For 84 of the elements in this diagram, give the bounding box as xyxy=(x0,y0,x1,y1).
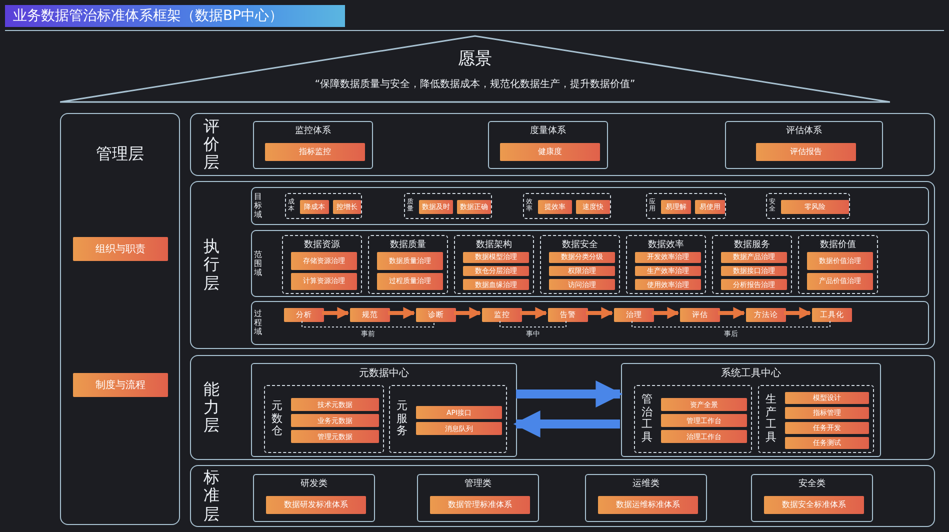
group-title: 管理类 xyxy=(464,478,492,490)
group-title: 运维类 xyxy=(632,478,660,490)
group-frame xyxy=(282,235,362,294)
domain-panel xyxy=(251,187,929,225)
layer-panel xyxy=(190,113,935,176)
group-frame xyxy=(488,121,608,169)
arrow xyxy=(520,307,548,319)
group-frame xyxy=(251,363,517,457)
group-title: 数据质量 xyxy=(389,238,427,251)
group-title: 数据效率 xyxy=(647,238,685,251)
group-frame xyxy=(454,235,534,294)
layer-panel xyxy=(190,465,935,527)
item-box: 制度与流程 xyxy=(73,373,168,397)
group-frame xyxy=(253,474,375,522)
group-title: 生产工具 xyxy=(765,394,777,444)
group-title: 数据架构 xyxy=(475,238,513,251)
group-frame xyxy=(417,474,539,522)
arrow xyxy=(652,307,680,319)
group-frame xyxy=(646,193,726,219)
group-title: 管治工具 xyxy=(641,394,653,444)
group-frame xyxy=(540,235,620,294)
arrow xyxy=(718,307,746,319)
group-frame xyxy=(766,193,850,219)
item-box: 指标监控 xyxy=(265,142,365,160)
group-title: 数据安全 xyxy=(561,238,599,251)
group-frame xyxy=(404,193,492,219)
group-frame xyxy=(585,474,707,522)
group-title: 数据资源 xyxy=(303,238,341,251)
group-title: 度量体系 xyxy=(529,124,567,137)
item-box: 数据研发标准体系 xyxy=(266,496,366,514)
domain-panel xyxy=(251,301,929,345)
arrow xyxy=(784,307,812,319)
group-title: 系统工具中心 xyxy=(720,366,782,380)
group-frame xyxy=(368,235,448,294)
group-frame xyxy=(626,235,706,294)
group-frame xyxy=(389,385,507,453)
arrow xyxy=(586,307,614,319)
group-frame xyxy=(751,474,873,522)
layer-panel xyxy=(60,113,180,525)
domain-title: 过程域 xyxy=(254,309,262,337)
group-frame xyxy=(264,385,384,453)
vision-title: 愿景 xyxy=(457,48,493,70)
group-title: 管理层 xyxy=(95,144,145,165)
group-frame xyxy=(634,385,752,453)
arrow xyxy=(516,380,623,408)
group-frame xyxy=(798,235,878,294)
group-frame xyxy=(712,235,792,294)
group-title: 研发类 xyxy=(300,478,328,490)
group-title: 元服务 xyxy=(396,400,408,438)
title-banner: 业务数据管治标准体系框架（数据BP中心） xyxy=(5,5,345,27)
layer-panel xyxy=(190,355,935,460)
layer-title: 标准层 xyxy=(203,468,220,524)
arrow xyxy=(388,307,416,319)
group-frame xyxy=(253,121,373,169)
group-title: 元数仓 xyxy=(271,400,283,438)
arrow xyxy=(454,307,482,319)
item-box: 数据运维标准体系 xyxy=(598,496,698,514)
group-title: 元数据中心 xyxy=(358,366,410,380)
group-title: 数据价值 xyxy=(819,238,857,251)
group-title: 监控体系 xyxy=(294,124,332,137)
domain-title: 范围域 xyxy=(254,250,262,278)
item-box: 数据安全标准体系 xyxy=(764,496,864,514)
item-box: 评估报告 xyxy=(756,142,856,160)
layer-title: 能力层 xyxy=(203,380,220,436)
item-box: 数据管理标准体系 xyxy=(430,496,530,514)
group-frame xyxy=(725,121,883,169)
layer-panel xyxy=(190,181,935,349)
layer-title: 评价层 xyxy=(203,116,220,172)
domain-title: 目标域 xyxy=(254,192,262,220)
arrow xyxy=(322,307,350,319)
group-frame xyxy=(758,385,874,453)
group-frame xyxy=(621,363,881,457)
item-box: 组织与职责 xyxy=(73,237,168,261)
group-title: 评估体系 xyxy=(785,124,823,137)
vision-quote: “保障数据质量与安全，降低数据成本，规范化数据生产，提升数据价值” xyxy=(314,78,636,91)
group-title: 安全类 xyxy=(798,478,826,490)
layer-title: 执行层 xyxy=(203,237,220,293)
vision-roof xyxy=(60,35,890,103)
arrow xyxy=(513,410,620,438)
item-box: 健康度 xyxy=(500,142,600,160)
group-frame xyxy=(285,193,362,219)
group-title: 数据服务 xyxy=(733,238,771,251)
domain-panel xyxy=(251,230,929,297)
group-frame xyxy=(523,193,611,219)
